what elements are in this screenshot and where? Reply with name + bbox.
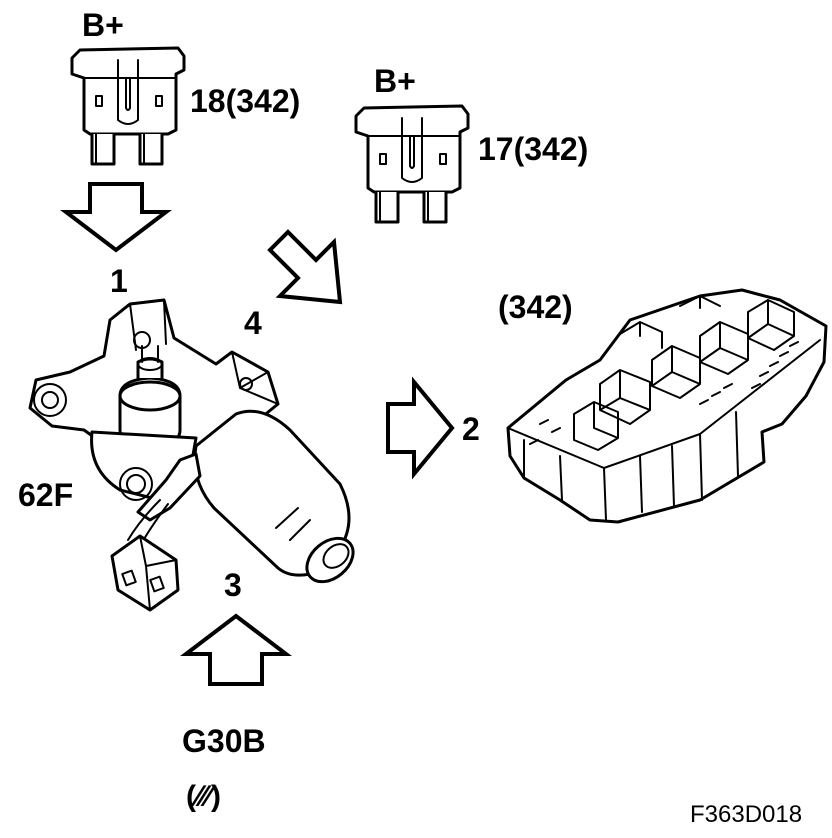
arrow-3-up <box>180 613 292 686</box>
arrow-2-right <box>386 376 455 480</box>
fuse-18-label: 18(342) <box>190 83 300 119</box>
fuse-18-supply-label: B+ <box>82 7 124 43</box>
connection-2-label: 2 <box>462 411 480 447</box>
fuse-17-label: 17(342) <box>478 131 588 167</box>
wiper-motor <box>28 298 355 612</box>
arrow-1-down <box>60 182 172 253</box>
ground-label: G30B <box>182 723 266 759</box>
connection-4-label: 4 <box>244 305 262 341</box>
relay-box <box>506 288 828 524</box>
arrow-4-diagonal <box>267 229 343 305</box>
figure-id: F363D018 <box>690 801 802 828</box>
fuse-17-supply-label: B+ <box>374 63 416 99</box>
motor-label: 62F <box>18 477 73 513</box>
relay-box-label: (342) <box>498 289 573 325</box>
fuse-18: B+ 18(342) <box>70 7 300 166</box>
connection-3-label: 3 <box>224 567 242 603</box>
connection-1-label: 1 <box>110 263 128 299</box>
fuse-17: B+ 17(342) <box>354 63 588 224</box>
ground-symbol: (∕∕∕) <box>186 780 221 813</box>
